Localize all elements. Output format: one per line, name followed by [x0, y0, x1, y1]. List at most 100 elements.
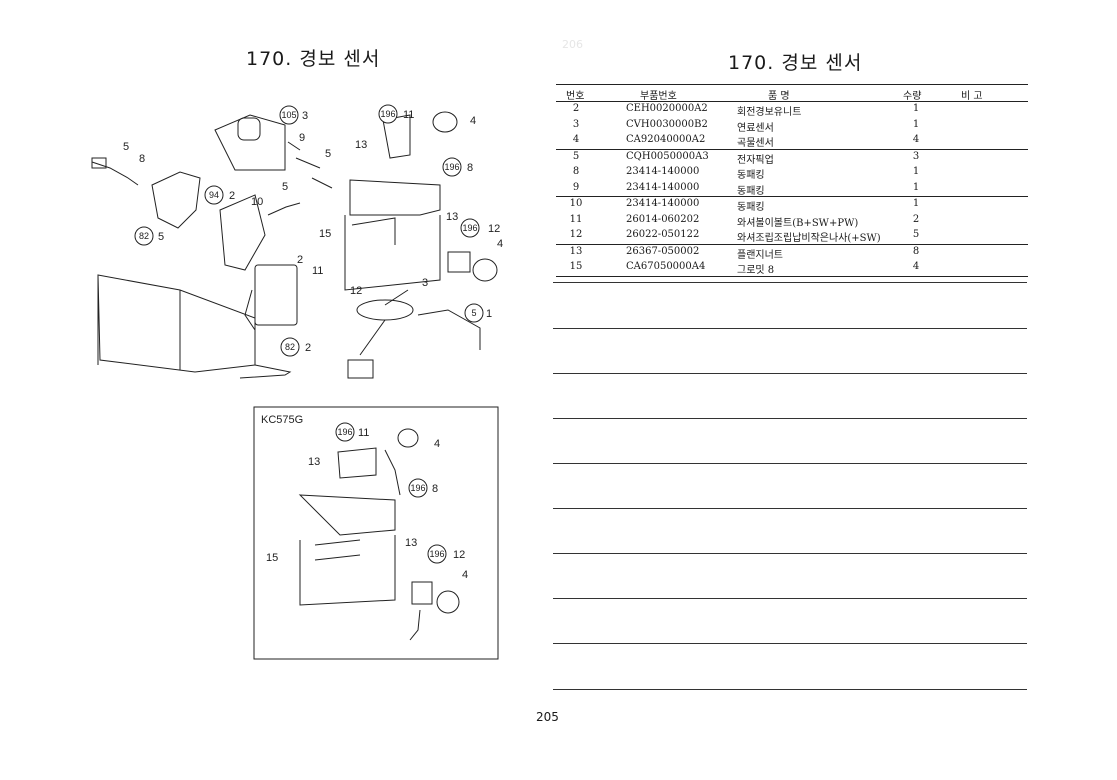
header-no: 번호 [566, 91, 585, 102]
row-part-number: 26022-050122 [626, 229, 700, 240]
callout-circle-196-11 [378, 104, 398, 124]
table-rule [553, 689, 1027, 690]
tank-slots [351, 217, 396, 245]
row-no: 8 [572, 166, 580, 177]
header-remark: 비 고 [961, 91, 983, 102]
table-rule [553, 508, 1027, 509]
callout-suffix-5: 5 [158, 231, 164, 243]
fuel-sensor-arm [359, 289, 409, 356]
lower-grain-sensor [472, 258, 498, 282]
callout-circle-5-1 [464, 303, 484, 323]
inset-label-4b: 4 [462, 569, 468, 581]
row-no: 9 [572, 181, 580, 193]
header-part-name: 품 명 [768, 91, 790, 102]
inset-suffix-12: 12 [453, 549, 465, 561]
callout-82-b: 82 [285, 342, 295, 352]
page-number: 205 [536, 710, 559, 724]
table-row: 5 CQH0050000A3 전자픽업 3 [556, 150, 1028, 166]
row-part-name: 회전경보유니트 [737, 107, 802, 118]
callout-suffix-8: 8 [467, 162, 473, 174]
row-qty: 4 [912, 261, 920, 272]
parts-table: 번호 부품번호 품 명 수량 비 고 2 CEH0020000A2 회전경보유니… [556, 84, 1028, 277]
row-no: 13 [569, 245, 583, 257]
label-11: 11 [312, 265, 323, 277]
callout-suffix-11: 11 [403, 109, 414, 121]
inset-callout-196-c: 196 [429, 549, 444, 559]
table-row: 12 26022-050122 와셔조립조립납비작은나사(+SW) 5 [556, 228, 1028, 245]
callout-circle-105 [279, 105, 299, 125]
row-part-name: 동패킹 [737, 170, 765, 181]
chassis-body [97, 274, 256, 373]
header-part-number: 부품번호 [640, 91, 677, 102]
kc575g-label: KC575G [261, 414, 303, 426]
row-qty: 3 [912, 150, 920, 162]
table-row: 4 CA92040000A2 곡물센서 4 [556, 133, 1028, 150]
grain-sensor [432, 111, 458, 133]
middle-cover [219, 194, 266, 271]
row-part-name: 동패킹 [737, 202, 765, 213]
table-header: 번호 부품번호 품 명 수량 비 고 [556, 84, 1028, 102]
pickup-housing [237, 117, 261, 141]
inset-lower-bracket [411, 581, 433, 605]
label-2: 2 [297, 254, 303, 266]
table-rule [553, 463, 1027, 464]
row-part-name: 전자픽업 [737, 154, 774, 166]
callout-196-b: 196 [444, 162, 459, 172]
row-part-name: 플랜지너트 [737, 249, 783, 261]
label-4b: 4 [497, 238, 503, 250]
sensor-cable [91, 161, 139, 186]
table-row: 2 CEH0020000A2 회전경보유니트 1 [556, 102, 1028, 118]
row-no: 10 [569, 198, 583, 209]
bleed-through-mark: 206 [562, 38, 583, 51]
inset-label-4a: 4 [434, 438, 440, 450]
table-row: 10 23414-140000 동패킹 1 [556, 197, 1028, 213]
table-rule [553, 643, 1027, 644]
callout-circle-94 [204, 185, 224, 205]
callout-circle-82-2 [280, 337, 300, 357]
row-qty: 1 [912, 198, 920, 209]
callout-suffix-1: 1 [486, 308, 492, 320]
inset-grain-sensor [397, 428, 419, 448]
sensor-bracket [382, 114, 411, 159]
pickup-cable [267, 202, 301, 216]
inset-slots [314, 539, 361, 561]
callout-196-c: 196 [462, 223, 477, 233]
table-rule [553, 282, 1027, 283]
callout-circle-196-12 [460, 218, 480, 238]
fuel-tank-lip [417, 309, 481, 350]
label-5b: 5 [325, 148, 331, 160]
table-rule [553, 553, 1027, 554]
callout-82-a: 82 [139, 231, 149, 241]
table-row: 13 26367-050002 플랜지너트 8 [556, 245, 1028, 261]
warning-unit-cable [244, 289, 256, 331]
tank-wall [344, 215, 441, 291]
fuel-float [347, 359, 374, 379]
inset-lower-sensor [436, 590, 460, 614]
callout-94: 94 [209, 190, 219, 200]
callout-suffix-2a: 2 [229, 190, 235, 202]
inset-callout-circle-196-12 [427, 544, 447, 564]
label-13b: 13 [446, 211, 458, 223]
pickup-leads [287, 141, 333, 189]
row-part-name: 연료센서 [737, 122, 774, 134]
inset-callout-circle-196-11 [335, 422, 355, 442]
inset-label-13b: 13 [405, 537, 417, 549]
row-part-number: CQH0050000A3 [626, 150, 709, 162]
row-no: 11 [569, 213, 583, 225]
chassis-step [239, 364, 292, 379]
callout-circle-82-5 [134, 226, 154, 246]
table-rule [553, 598, 1027, 599]
inset-suffix-11: 11 [358, 427, 369, 439]
table-row: 9 23414-140000 동패킹 1 [556, 181, 1028, 197]
table-rule [553, 418, 1027, 419]
row-no: 12 [569, 229, 583, 240]
fuel-sensor-plate [356, 299, 414, 321]
inset-label-15: 15 [266, 552, 278, 564]
row-qty: 1 [912, 181, 920, 193]
label-9: 9 [299, 132, 305, 144]
label-15: 15 [319, 228, 331, 240]
right-page-title: 170. 경보 센서 [728, 52, 863, 74]
row-no: 2 [572, 103, 580, 114]
table-rule [553, 328, 1027, 329]
row-no: 3 [572, 118, 580, 130]
